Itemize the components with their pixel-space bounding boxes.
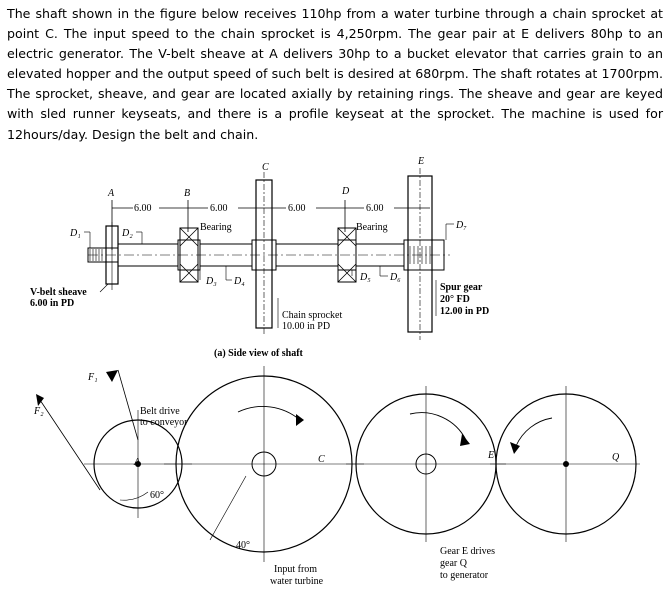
- label-q: Q: [612, 452, 620, 463]
- bearing-d: [337, 227, 357, 283]
- label-d6: D₆: [389, 272, 401, 283]
- angle-40: 40°: [236, 540, 250, 551]
- label-c-end: C: [318, 454, 325, 465]
- label-b: B: [184, 188, 190, 199]
- label-d7: D₇: [455, 220, 467, 231]
- label-d5: D₅: [359, 272, 371, 283]
- dim-bc: 6.00: [210, 203, 228, 214]
- shaft-side-view: 6.00 6.00 6.00 6.00 A B C D E: [30, 156, 489, 359]
- vbelt-label-2: 6.00 in PD: [30, 298, 74, 309]
- problem-statement: The shaft shown in the figure below rece…: [7, 6, 663, 142]
- label-d4: D₄: [233, 276, 245, 287]
- sprocket-label-1: Chain sprocket: [282, 310, 342, 321]
- gear-e-label-1: Gear E drives: [440, 546, 495, 557]
- label-e-end: E: [487, 450, 494, 461]
- sprocket-label-2: 10.00 in PD: [282, 321, 330, 332]
- gear-label-1: Spur gear: [440, 282, 483, 293]
- dim-cd: 6.00: [288, 203, 306, 214]
- label-d3: D₃: [205, 276, 217, 287]
- gear-label-2: 20° FD: [440, 294, 470, 305]
- bearing-label-left: Bearing: [200, 222, 232, 233]
- input-label-1: Input from: [274, 564, 317, 575]
- gear-e-label-3: to generator: [440, 570, 489, 581]
- label-e: E: [417, 156, 424, 167]
- dim-ab: 6.00: [134, 203, 152, 214]
- dim-de: 6.00: [366, 203, 384, 214]
- label-d1: D₁: [69, 228, 81, 239]
- gear-e-label-2: gear Q: [440, 558, 468, 569]
- bearing-label-right: Bearing: [356, 222, 388, 233]
- belt-label-2: to conveyor: [140, 417, 188, 428]
- label-f2: F₂: [33, 406, 44, 417]
- label-a: A: [107, 188, 115, 199]
- label-d: D: [341, 186, 350, 197]
- belt-label-1: Belt drive: [140, 406, 180, 417]
- figure-caption: (a) Side view of shaft: [214, 348, 304, 359]
- vbelt-label-1: V-belt sheave: [30, 287, 87, 298]
- bearing-b: [179, 227, 199, 283]
- label-a-end: A: [133, 457, 141, 468]
- shaft-end-view: F₁ F₂ A 60° Belt drive to conveyor 40° C…: [33, 366, 640, 587]
- label-c: C: [262, 162, 269, 173]
- label-d2: D₂: [121, 228, 133, 239]
- gear-label-3: 12.00 in PD: [440, 306, 489, 317]
- input-label-2: water turbine: [270, 576, 324, 587]
- label-f1: F₁: [87, 372, 98, 383]
- angle-60: 60°: [150, 490, 164, 501]
